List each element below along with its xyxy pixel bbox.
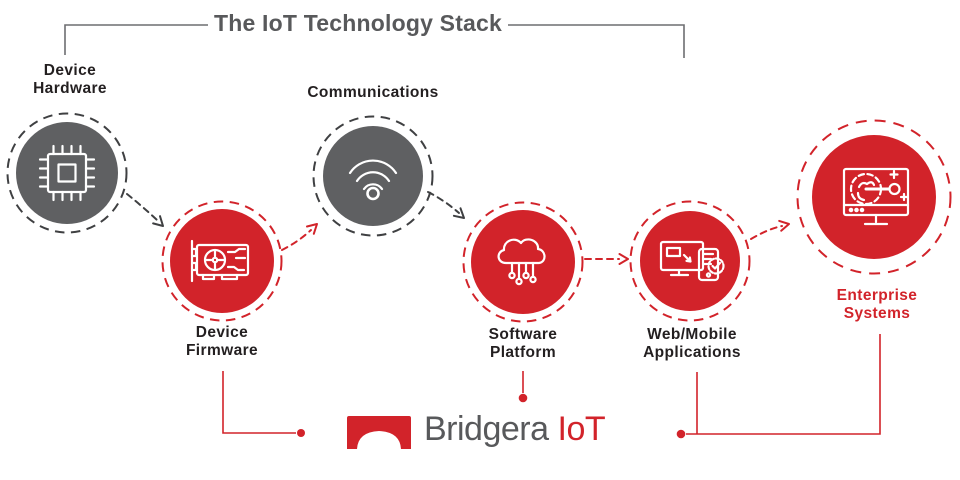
arrowhead-icon [152, 215, 164, 227]
arrowhead-icon [452, 207, 465, 219]
wifi-icon [348, 159, 398, 201]
connector-dot [297, 429, 305, 437]
label-device-firmware: Device Firmware [185, 324, 259, 359]
label-web-mobile-applications: Web/Mobile Applications [643, 326, 741, 361]
label-software-platform: Software Platform [488, 326, 558, 361]
label-device-hardware: Device Hardware [33, 62, 107, 97]
arrowhead-icon [306, 223, 318, 235]
node-communications [311, 114, 435, 238]
connector-dot [518, 393, 528, 403]
label-communications: Communications [307, 84, 439, 101]
node-enterprise-systems [795, 118, 953, 276]
gpu-card-icon [190, 239, 250, 283]
flow-arrows [126, 191, 790, 265]
label-enterprise-systems: Enterprise Systems [836, 287, 918, 322]
logo-product-text: IoT [557, 410, 606, 448]
chip-icon [38, 144, 96, 202]
iot-cloud-icon [497, 238, 546, 286]
arrowhead-icon [778, 219, 790, 232]
arrowhead-icon [618, 253, 629, 265]
firmware-logo-connector [222, 371, 296, 434]
arrow-hardware-to-firmware [126, 193, 158, 221]
node-web-mobile-applications [628, 199, 752, 323]
logo-connectors [222, 334, 881, 439]
logo-brand-text: Bridgera [424, 410, 549, 448]
node-device-firmware [160, 199, 284, 323]
enterprise-monitor-icon [842, 167, 910, 226]
diagram-title: The IoT Technology Stack [213, 10, 503, 36]
node-software-platform [461, 200, 585, 324]
title-bracket [64, 24, 685, 58]
bridge-arch-logo-icon [347, 416, 411, 449]
enterprise-logo-connector [686, 334, 881, 435]
connector-dot [676, 429, 686, 439]
arrow-webmobile-to-enterprise [750, 225, 783, 240]
node-device-hardware [5, 111, 129, 235]
arrow-firmware-to-communications [281, 229, 312, 251]
web-mobile-icon [659, 240, 725, 282]
